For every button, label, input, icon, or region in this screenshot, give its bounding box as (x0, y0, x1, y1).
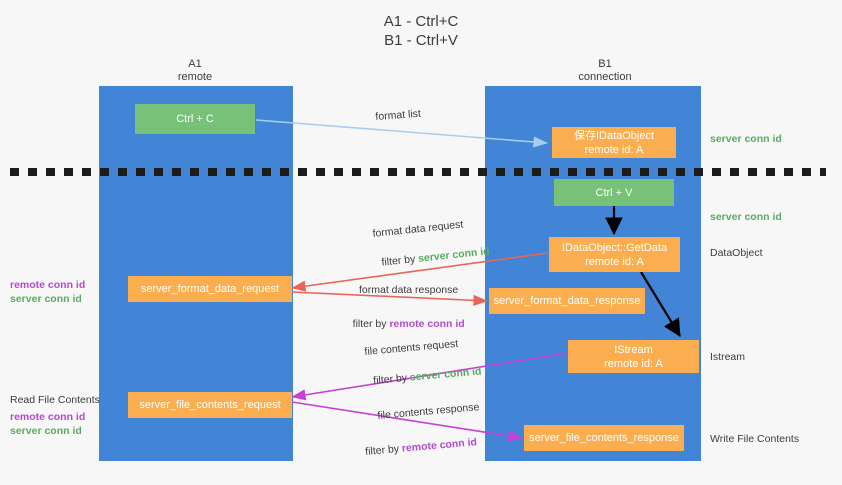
box-istream-line1: IStream (614, 343, 653, 356)
box-save-dataobject-line2: remote id: A (584, 143, 644, 156)
label-read-file-contents: Read File Contents (10, 394, 100, 406)
box-ctrl-v-label: Ctrl + V (595, 186, 633, 199)
box-server-file-contents-request-label: server_file_contents_request (139, 399, 281, 411)
label-file-contents-response-filter: filter by remote conn id (352, 423, 479, 473)
box-idataobject-getdata-line2: remote id: A (585, 255, 644, 268)
filter-key-remote-conn-id: remote conn id (401, 436, 478, 455)
filter-prefix: filter by (380, 252, 419, 269)
box-server-format-data-request-label: server_format_data_request (140, 283, 280, 295)
label-server-conn-id-1: server conn id (10, 293, 82, 305)
column-header-b1-name: B1 (598, 58, 612, 70)
box-ctrl-c[interactable]: Ctrl + C (135, 104, 255, 134)
box-server-format-data-request[interactable]: server_format_data_request (128, 276, 292, 302)
title-line-1: A1 - Ctrl+C (383, 13, 459, 30)
box-server-file-contents-response-label: server_file_contents_response (529, 432, 679, 444)
label-istream: Istream (710, 351, 746, 363)
filter-key-server-conn-id: server conn id (409, 365, 482, 384)
label-server-conn-id-top: server conn id (710, 133, 782, 145)
box-istream-line2: remote id: A (604, 357, 663, 370)
title-line-2: B1 - Ctrl+V (384, 32, 458, 49)
column-header-a1-sub: remote (177, 71, 213, 83)
label-format-data-response-filter: filter by remote conn id (341, 305, 465, 344)
label-format-list: format list (375, 107, 422, 123)
label-write-file-contents: Write File Contents (710, 433, 800, 445)
label-remote-conn-id-2: remote conn id (10, 411, 86, 423)
box-server-file-contents-response[interactable]: server_file_contents_response (524, 425, 684, 451)
filter-prefix: filter by (364, 442, 403, 458)
label-file-contents-request-filter: filter by server conn id (360, 353, 483, 402)
label-format-data-response: format data response (359, 284, 459, 296)
label-server-conn-id-2: server conn id (10, 425, 82, 437)
box-save-dataobject[interactable]: 保存IDataObject remote id: A (552, 127, 676, 158)
filter-prefix: filter by (372, 371, 411, 387)
column-header-a1: A1 remote (95, 58, 295, 84)
filter-prefix: filter by (352, 318, 390, 330)
box-server-file-contents-request[interactable]: server_file_contents_request (128, 392, 292, 418)
box-save-dataobject-line1: 保存IDataObject (573, 129, 655, 142)
box-idataobject-getdata-line1: IDataObject::GetData (561, 241, 668, 254)
box-istream[interactable]: IStream remote id: A (568, 340, 699, 373)
label-server-conn-id-mid: server conn id (710, 211, 782, 223)
box-ctrl-c-label: Ctrl + C (176, 113, 214, 125)
label-dataobject: DataObject (710, 247, 763, 259)
box-ctrl-v[interactable]: Ctrl + V (554, 179, 674, 206)
column-header-a1-name: A1 (188, 58, 202, 70)
column-header-b1-sub: connection (578, 71, 632, 83)
box-idataobject-getdata[interactable]: IDataObject::GetData remote id: A (549, 237, 680, 272)
filter-key-remote-conn-id: remote conn id (389, 318, 465, 330)
box-server-format-data-response[interactable]: server_format_data_response (489, 288, 645, 314)
filter-key-server-conn-id: server conn id (417, 245, 491, 265)
column-header-b1: B1 connection (505, 58, 705, 84)
label-file-contents-response: file contents response (377, 401, 480, 422)
box-server-format-data-response-label: server_format_data_response (493, 295, 641, 307)
label-format-data-request-filter: filter by server conn id (368, 232, 492, 283)
label-remote-conn-id-1: remote conn id (10, 279, 86, 291)
